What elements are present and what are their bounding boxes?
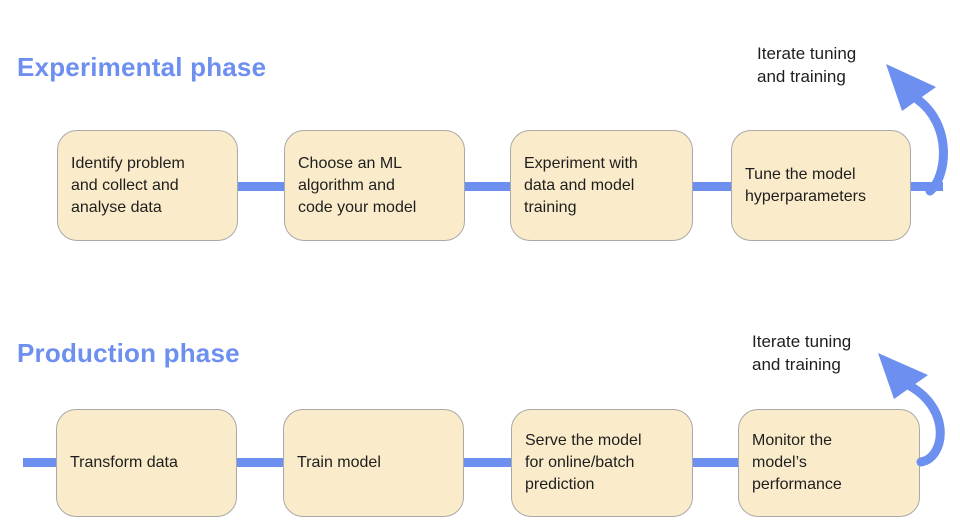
step-box-choose-algorithm: Choose an ML algorithm and code your mod…: [284, 130, 465, 241]
connector-prod-left-stub: [23, 458, 56, 467]
connector-exp-right-stub: [910, 182, 943, 191]
step-box-serve-model: Serve the model for online/batch predict…: [511, 409, 693, 517]
iterate-arrowhead-icon-experimental: [886, 64, 936, 111]
iterate-label-experimental: Iterate tuning and training: [757, 44, 857, 86]
connector-prod-1-2: [237, 458, 283, 467]
connector-exp-2-3: [465, 182, 510, 191]
step-label: Choose an ML algorithm and code your mod…: [298, 154, 417, 216]
connector-prod-2-3: [464, 458, 511, 467]
step-box-tune-hyperparameters: Tune the model hyperparameters: [731, 130, 911, 241]
iterate-label-production: Iterate tuning and training: [752, 332, 852, 374]
phase-title-production: Production phase: [17, 338, 240, 368]
step-label: Train model: [297, 454, 381, 471]
step-box-transform-data: Transform data: [56, 409, 237, 517]
iterate-arrow-curve-experimental: [912, 94, 948, 196]
step-label: Tune the model hyperparameters: [745, 165, 866, 205]
connector-exp-1-2: [238, 182, 284, 191]
iterate-arrowhead-icon-production: [878, 353, 928, 399]
step-label: Transform data: [70, 454, 178, 471]
step-label: Identify problem and collect and analyse…: [71, 154, 185, 216]
step-box-experiment: Experiment with data and model training: [510, 130, 693, 241]
connector-prod-3-4: [693, 458, 738, 467]
step-label: Serve the model for online/batch predict…: [525, 432, 642, 493]
step-label: Monitor the model’s performance: [752, 432, 842, 493]
step-box-monitor-performance: Monitor the model’s performance: [738, 409, 920, 517]
phase-title-experimental: Experimental phase: [17, 52, 267, 82]
step-box-identify-problem: Identify problem and collect and analyse…: [57, 130, 238, 241]
connector-exp-3-4: [693, 182, 731, 191]
step-label: Experiment with data and model training: [524, 154, 638, 216]
step-box-train-model: Train model: [283, 409, 464, 517]
